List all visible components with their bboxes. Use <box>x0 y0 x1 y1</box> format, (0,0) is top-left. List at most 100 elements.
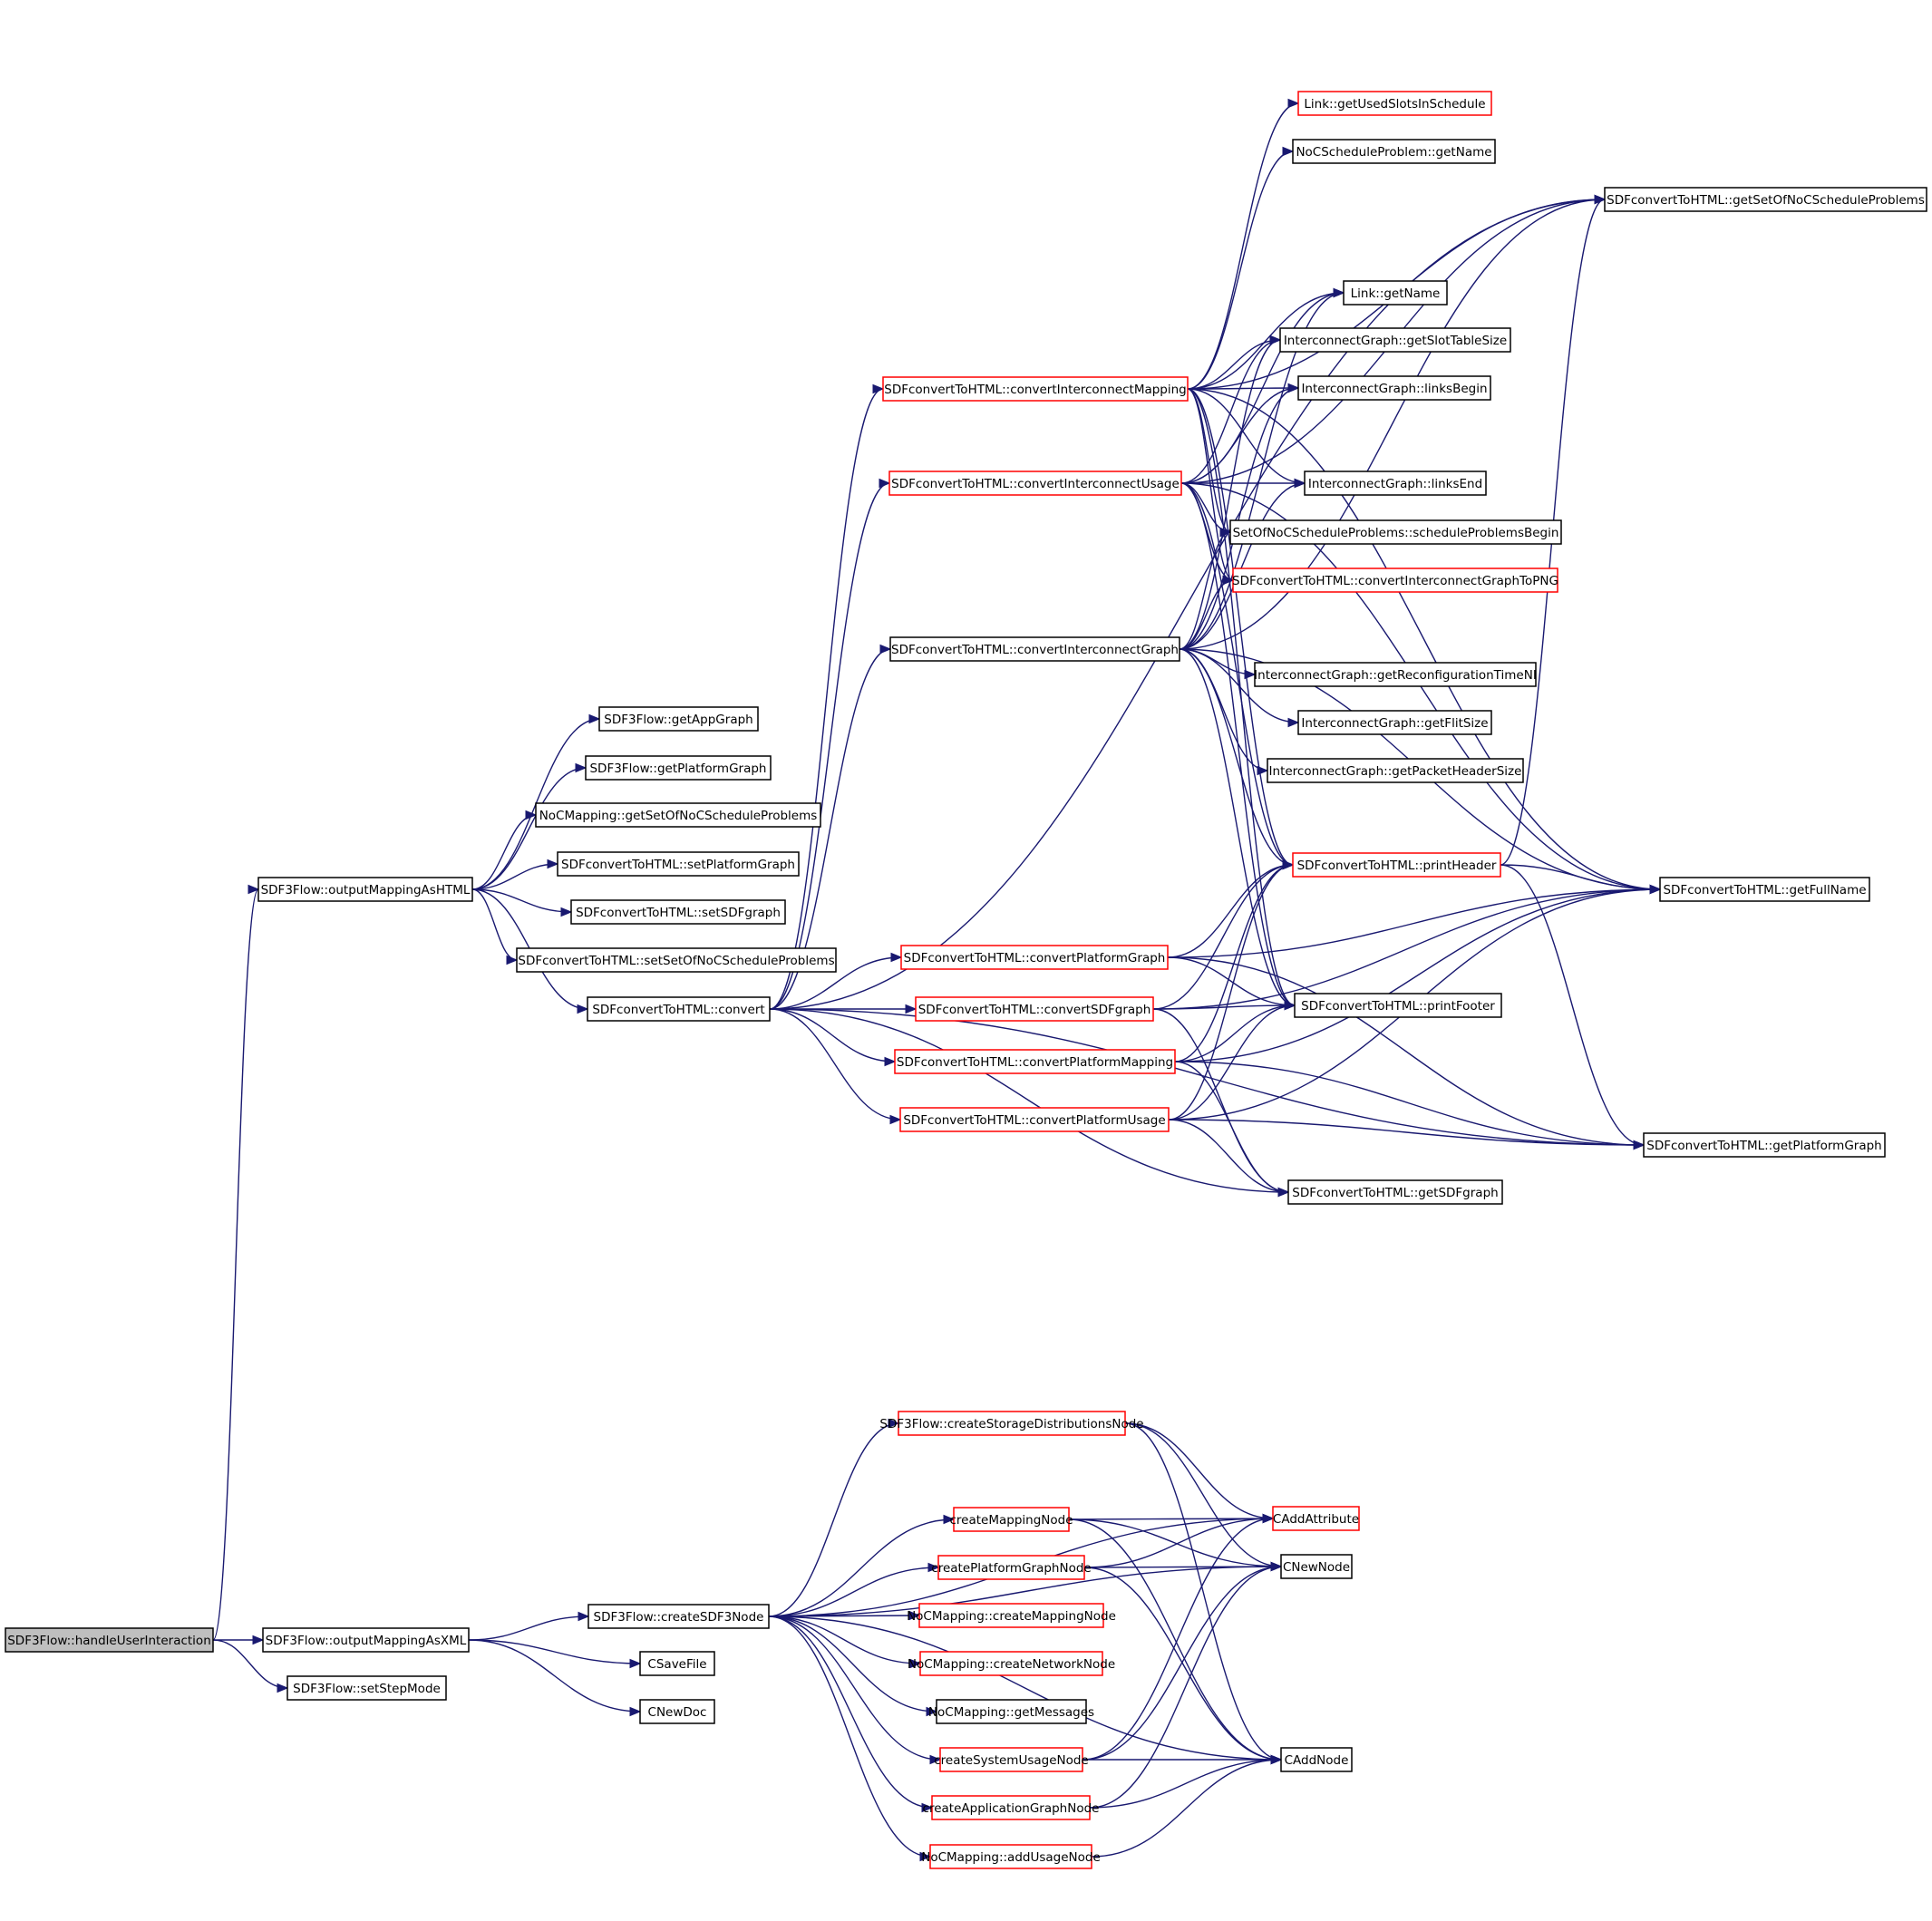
node-box[interactable] <box>1604 187 1927 212</box>
node-box[interactable] <box>915 996 1154 1022</box>
node-box[interactable] <box>929 1844 1092 1869</box>
node-get-platform-graph[interactable]: SDFconvertToHTML::getPlatformGraph <box>1643 1132 1886 1158</box>
node-box[interactable] <box>570 899 786 925</box>
node-cadd-node[interactable]: CAddNode <box>1280 1747 1353 1772</box>
node-output-mapping-as-xml[interactable]: SDF3Flow::outputMappingAsXML <box>262 1627 470 1653</box>
node-create-storage-distributions-node[interactable]: SDF3Flow::createStorageDistributionsNode <box>879 1411 1144 1436</box>
node-convert-platform-mapping[interactable]: SDFconvertToHTML::convertPlatformMapping <box>894 1049 1176 1074</box>
node-noc-problem-get-name[interactable]: NoCScheduleProblem::getName <box>1292 139 1496 164</box>
node-create-platform-graph-node[interactable]: createPlatformGraphNode <box>931 1555 1092 1580</box>
node-set-sdfgraph[interactable]: SDFconvertToHTML::setSDFgraph <box>570 899 786 925</box>
node-set-set-of-no-c[interactable]: SDFconvertToHTML::setSetOfNoCSchedulePro… <box>516 947 837 973</box>
node-csave-file[interactable]: CSaveFile <box>639 1651 715 1676</box>
node-box[interactable] <box>894 1049 1176 1074</box>
node-box[interactable] <box>939 1747 1083 1772</box>
node-box[interactable] <box>286 1675 447 1701</box>
node-box[interactable] <box>937 1555 1085 1580</box>
node-box[interactable] <box>1297 710 1492 735</box>
node-box[interactable] <box>1659 877 1870 902</box>
node-handle-user-interaction[interactable]: SDF3Flow::handleUserInteraction <box>5 1627 214 1653</box>
node-box[interactable] <box>5 1627 214 1653</box>
node-get-sdfgraph[interactable]: SDFconvertToHTML::getSDFgraph <box>1287 1179 1503 1205</box>
node-box[interactable] <box>516 947 837 973</box>
node-box[interactable] <box>598 706 759 732</box>
node-link-get-used-slots[interactable]: Link::getUsedSlotsInSchedule <box>1297 91 1492 116</box>
node-create-mapping-node[interactable]: createMappingNode <box>949 1507 1073 1532</box>
node-get-platform-graph-flow[interactable]: SDF3Flow::getPlatformGraph <box>585 755 772 781</box>
node-convert-platform-graph[interactable]: SDFconvertToHTML::convertPlatformGraph <box>900 945 1169 970</box>
node-box[interactable] <box>1292 139 1496 164</box>
node-box[interactable] <box>898 1411 1126 1436</box>
node-box[interactable] <box>888 471 1182 496</box>
node-box[interactable] <box>953 1507 1070 1532</box>
node-box[interactable] <box>889 636 1180 662</box>
node-create-system-usage-node[interactable]: createSystemUsageNode <box>934 1747 1089 1772</box>
node-box[interactable] <box>1254 662 1537 687</box>
node-noc-create-mapping-node[interactable]: NoCMapping::createMappingNode <box>907 1603 1116 1628</box>
node-convert-interconnect-usage[interactable]: SDFconvertToHTML::convertInterconnectUsa… <box>888 471 1182 496</box>
node-box[interactable] <box>918 1603 1104 1628</box>
node-print-footer[interactable]: SDFconvertToHTML::printFooter <box>1294 993 1502 1018</box>
node-convert-interconnect-graph-to-png[interactable]: SDFconvertToHTML::convertInterconnectGra… <box>1232 568 1558 593</box>
node-box[interactable] <box>1232 568 1558 593</box>
node-box[interactable] <box>587 1604 770 1629</box>
node-get-slot-table-size[interactable]: InterconnectGraph::getSlotTableSize <box>1279 327 1511 353</box>
node-get-set-of-no-c[interactable]: SDFconvertToHTML::getSetOfNoCSchedulePro… <box>1604 187 1927 212</box>
node-box[interactable] <box>1272 1506 1360 1531</box>
node-links-end[interactable]: InterconnectGraph::linksEnd <box>1304 471 1487 496</box>
node-noc-add-usage-node[interactable]: NoCMapping::addUsageNode <box>921 1844 1101 1869</box>
node-box[interactable] <box>1279 327 1511 353</box>
node-create-sdf3-node[interactable]: SDF3Flow::createSDF3Node <box>587 1604 770 1629</box>
node-link-get-name[interactable]: Link::getName <box>1343 280 1448 306</box>
node-box[interactable] <box>557 851 800 877</box>
node-box[interactable] <box>882 376 1189 402</box>
node-box[interactable] <box>899 1107 1170 1132</box>
node-box[interactable] <box>1304 471 1487 496</box>
node-box[interactable] <box>1280 1554 1353 1579</box>
node-box[interactable] <box>1292 852 1501 878</box>
node-convert-platform-usage[interactable]: SDFconvertToHTML::convertPlatformUsage <box>899 1107 1170 1132</box>
node-box[interactable] <box>1229 519 1562 545</box>
node-convert-interconnect-mapping[interactable]: SDFconvertToHTML::convertInterconnectMap… <box>882 376 1189 402</box>
node-noc-create-network-node[interactable]: NoCMapping::createNetworkNode <box>908 1651 1115 1676</box>
node-get-flit-size[interactable]: InterconnectGraph::getFlitSize <box>1297 710 1492 735</box>
node-box[interactable] <box>639 1651 715 1676</box>
node-convert-interconnect-graph[interactable]: SDFconvertToHTML::convertInterconnectGra… <box>889 636 1180 662</box>
node-noc-get-messages[interactable]: NoCMapping::getMessages <box>928 1699 1094 1724</box>
node-convert-sdfgraph[interactable]: SDFconvertToHTML::convertSDFgraph <box>915 996 1154 1022</box>
node-get-reconfiguration-time-ni[interactable]: InterconnectGraph::getReconfigurationTim… <box>1254 662 1537 687</box>
node-box[interactable] <box>587 996 771 1022</box>
node-box[interactable] <box>1287 1179 1503 1205</box>
node-output-mapping-as-html[interactable]: SDF3Flow::outputMappingAsHTML <box>257 877 473 902</box>
node-box[interactable] <box>535 802 821 828</box>
node-box[interactable] <box>639 1699 715 1724</box>
node-cadd-attribute[interactable]: CAddAttribute <box>1272 1506 1360 1531</box>
node-box[interactable] <box>1280 1747 1353 1772</box>
node-links-begin[interactable]: InterconnectGraph::linksBegin <box>1297 375 1491 401</box>
node-box[interactable] <box>1297 91 1492 116</box>
node-box[interactable] <box>1267 758 1524 783</box>
node-set-step-mode[interactable]: SDF3Flow::setStepMode <box>286 1675 447 1701</box>
node-box[interactable] <box>931 1795 1091 1820</box>
node-box[interactable] <box>1294 993 1502 1018</box>
node-get-app-graph[interactable]: SDF3Flow::getAppGraph <box>598 706 759 732</box>
node-noc-get-set-of-no-c[interactable]: NoCMapping::getSetOfNoCScheduleProblems <box>535 802 821 828</box>
node-box[interactable] <box>262 1627 470 1653</box>
node-schedule-problems-begin[interactable]: SetOfNoCScheduleProblems::scheduleProble… <box>1229 519 1562 545</box>
node-cnew-node[interactable]: CNewNode <box>1280 1554 1353 1579</box>
node-set-platform-graph[interactable]: SDFconvertToHTML::setPlatformGraph <box>557 851 800 877</box>
node-get-packet-header-size[interactable]: InterconnectGraph::getPacketHeaderSize <box>1267 758 1524 783</box>
node-box[interactable] <box>1643 1132 1886 1158</box>
node-box[interactable] <box>1343 280 1448 306</box>
node-box[interactable] <box>900 945 1169 970</box>
node-box[interactable] <box>257 877 473 902</box>
node-cnew-doc[interactable]: CNewDoc <box>639 1699 715 1724</box>
node-box[interactable] <box>936 1699 1087 1724</box>
node-box[interactable] <box>919 1651 1103 1676</box>
node-get-full-name[interactable]: SDFconvertToHTML::getFullName <box>1659 877 1870 902</box>
node-create-application-graph-node[interactable]: createApplicationGraphNode <box>923 1795 1100 1820</box>
node-box[interactable] <box>1297 375 1491 401</box>
node-box[interactable] <box>585 755 772 781</box>
node-convert[interactable]: SDFconvertToHTML::convert <box>587 996 771 1022</box>
node-print-header[interactable]: SDFconvertToHTML::printHeader <box>1292 852 1501 878</box>
